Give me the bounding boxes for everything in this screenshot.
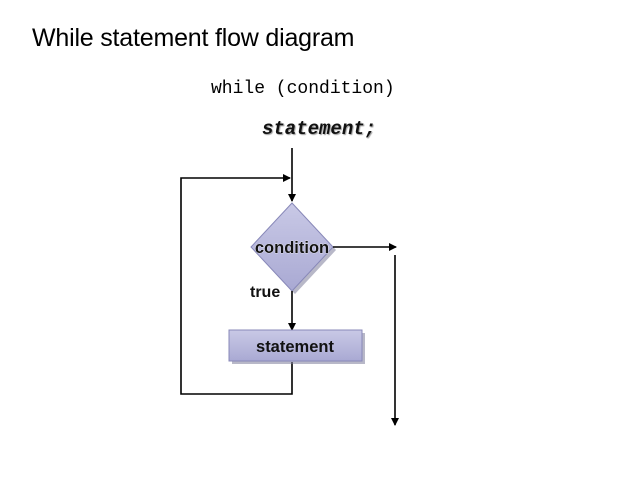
code-statement-line: statement; bbox=[262, 118, 377, 140]
code-while-line: while (condition) bbox=[211, 79, 395, 99]
statement-box bbox=[228, 329, 363, 362]
condition-label: condition bbox=[255, 239, 329, 257]
slide-title: While statement flow diagram bbox=[32, 24, 355, 52]
loop-back-arrow bbox=[180, 174, 293, 395]
true-label: true bbox=[250, 284, 280, 301]
statement-label: statement bbox=[256, 338, 334, 356]
